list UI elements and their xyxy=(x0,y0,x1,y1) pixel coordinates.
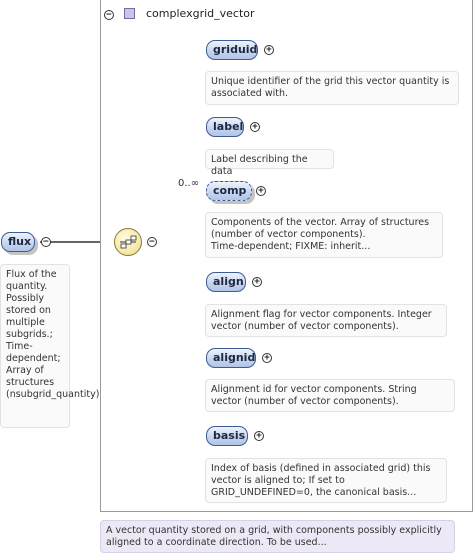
comp-expand-toggle[interactable]: + xyxy=(256,186,266,196)
root-documentation: A vector quantity stored on a grid, with… xyxy=(100,520,455,553)
sequence-icon xyxy=(120,235,137,249)
basis-documentation: Index of basis (defined in associated gr… xyxy=(205,458,447,503)
root-element-title: complexgrid_vector xyxy=(146,7,255,20)
alignid-expand-toggle[interactable]: + xyxy=(262,353,272,363)
align-documentation: Alignment flag for vector components. In… xyxy=(205,304,447,337)
parent-node-flux[interactable]: flux xyxy=(1,232,35,252)
root-collapse-toggle[interactable]: − xyxy=(104,10,114,20)
comp-cardinality: 0..∞ xyxy=(178,178,200,189)
basis-expand-toggle[interactable]: + xyxy=(254,431,264,441)
sequence-collapse-toggle[interactable]: − xyxy=(147,237,157,247)
align-expand-toggle[interactable]: + xyxy=(252,277,262,287)
child-node-comp[interactable]: comp xyxy=(206,181,252,201)
parent-collapse-toggle[interactable]: − xyxy=(41,237,51,247)
complex-type-icon xyxy=(124,8,135,19)
griduid-expand-toggle[interactable]: + xyxy=(264,45,274,55)
comp-documentation: Components of the vector. Array of struc… xyxy=(205,212,443,258)
child-node-label[interactable]: label xyxy=(206,117,244,137)
child-node-basis[interactable]: basis xyxy=(206,426,248,446)
child-node-alignid[interactable]: alignid xyxy=(206,348,256,368)
label-documentation: Label describing the data xyxy=(205,149,334,177)
parent-documentation: Flux of the quantity. Possibly stored on… xyxy=(0,264,99,428)
label-expand-toggle[interactable]: + xyxy=(250,122,260,132)
child-node-griduid[interactable]: griduid xyxy=(206,40,258,60)
griduid-documentation: Unique identifier of the grid this vecto… xyxy=(205,71,459,105)
child-node-align[interactable]: align xyxy=(206,272,246,292)
alignid-documentation: Alignment id for vector components. Stri… xyxy=(205,379,455,412)
sequence-compositor-icon[interactable] xyxy=(114,228,142,256)
